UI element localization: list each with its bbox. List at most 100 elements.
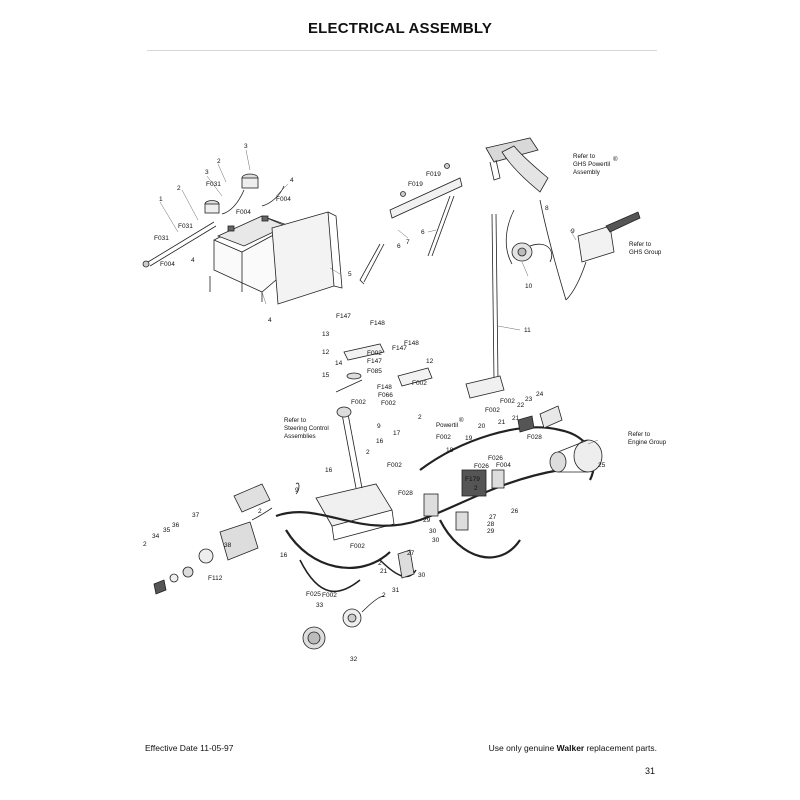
registered-mark: ® [613,156,618,163]
callout-27: 27 [489,514,497,521]
control-panel [315,483,393,527]
callout-11: 11 [524,327,531,334]
callout-17: 17 [393,430,401,437]
callout-2: 2 [378,560,382,567]
callout-labels: 1 2 2 3 3 4 4 4 5 6 6 7 8 9 9 9 10 11 12… [143,143,606,663]
callout-31: 31 [392,587,400,594]
part-code-F112: F112 [208,575,223,582]
part-code-F004: F004 [236,209,251,216]
callout-10: 10 [525,283,533,290]
reference-notes: Refer to GHS Powertil ® Assembly Refer t… [284,153,667,446]
part-code-F085: F085 [367,368,382,375]
part-code-F148: F148 [404,340,419,347]
callout-6: 6 [397,243,401,250]
callout-6: 6 [421,229,425,236]
callout-4: 4 [268,317,272,324]
battery-cover [271,211,335,305]
part-code-F147: F147 [367,358,382,365]
leader-lines [159,149,599,445]
part-code-F002: F002 [381,400,396,407]
part-code-F019: F019 [408,181,423,188]
callout-3: 3 [244,143,248,150]
notice-text-after: replacement parts. [584,743,657,753]
callout-2: 2 [418,414,422,421]
callout-1: 1 [159,196,163,203]
ref-ghs-group-line2: GHS Group [629,249,662,256]
part-code-F148: F148 [377,384,392,391]
callout-20: 20 [478,423,486,430]
part-code-F025: F025 [306,591,321,598]
part-code-F026: F026 [474,463,489,470]
ref-powertil: Powertil [436,422,458,429]
part-code-F002: F002 [500,398,515,405]
part-code-F004: F004 [160,261,175,268]
part-code-F002: F002 [351,399,366,406]
callout-2: 2 [382,592,386,599]
callout-32: 32 [350,656,358,663]
effective-date: Effective Date 11-05-97 [145,743,234,753]
part-code-F026: F026 [488,455,503,462]
callout-2: 2 [474,485,478,492]
part-code-F002: F002 [485,407,500,414]
callout-9: 9 [377,423,381,430]
callout-19: 19 [465,435,473,442]
callout-13: 13 [322,331,330,338]
registered-mark: ® [459,417,464,424]
callout-4: 4 [191,257,195,264]
callout-34: 34 [152,533,160,540]
callout-21: 21 [498,419,506,426]
callout-9: 9 [571,228,575,235]
page-title: ELECTRICAL ASSEMBLY [307,20,493,37]
ref-ghs-group-line1: Refer to [629,241,652,248]
part-code-F002: F002 [412,380,427,387]
callout-2: 2 [366,449,370,456]
part-code-F002: F002 [387,462,402,469]
switch-bracket-group [335,343,433,393]
ref-steering-line3: Assemblies [284,433,316,440]
part-code-F002: F002 [322,592,337,599]
callout-16: 16 [325,467,333,474]
callout-30: 30 [432,537,440,544]
ref-ghs-powertil-line2: GHS Powertil [573,161,610,168]
callout-36: 36 [172,522,180,529]
part-code-F147: F147 [336,313,351,320]
callout-12: 12 [426,358,434,365]
callout-12: 12 [322,349,330,356]
callout-16: 16 [280,552,288,559]
callout-25: 25 [598,462,606,469]
callout-21: 21 [512,415,520,422]
callout-23: 23 [525,396,533,403]
part-code-F147: F147 [392,345,407,352]
ref-steering-line2: Steering Control [284,425,329,432]
ref-engine-group-line2: Engine Group [628,439,667,446]
part-code-labels: F031 F031 F004 F004 F004 F031 F019 F019 … [154,171,542,599]
callout-8: 8 [545,205,549,212]
callout-29: 29 [487,528,495,535]
part-code-F004: F004 [496,462,511,469]
part-code-F148: F148 [370,320,385,327]
callout-2: 2 [177,185,181,192]
callout-9: 9 [295,487,299,494]
callout-2: 2 [217,158,221,165]
callout-7: 7 [406,239,410,246]
part-code-F032: F031 [178,223,193,230]
ref-steering-line1: Refer to [284,417,307,424]
part-code-F032: F031 [206,181,221,188]
callout-37: 37 [192,512,200,519]
callout-26: 26 [511,508,519,515]
callout-35: 35 [163,527,171,534]
part-code-F004: F004 [276,196,291,203]
powertil-actuator-group [465,137,641,399]
callout-30: 30 [418,572,426,579]
callout-16: 16 [376,438,384,445]
callout-28: 28 [487,521,495,528]
part-code-F002: F002 [367,350,382,357]
callout-4: 4 [290,177,294,184]
battery-group [142,173,343,305]
callout-5: 5 [348,271,352,278]
main-harness-group [153,405,603,650]
callout-29: 29 [423,517,431,524]
callout-18: 18 [446,447,454,454]
callout-3: 3 [205,169,209,176]
